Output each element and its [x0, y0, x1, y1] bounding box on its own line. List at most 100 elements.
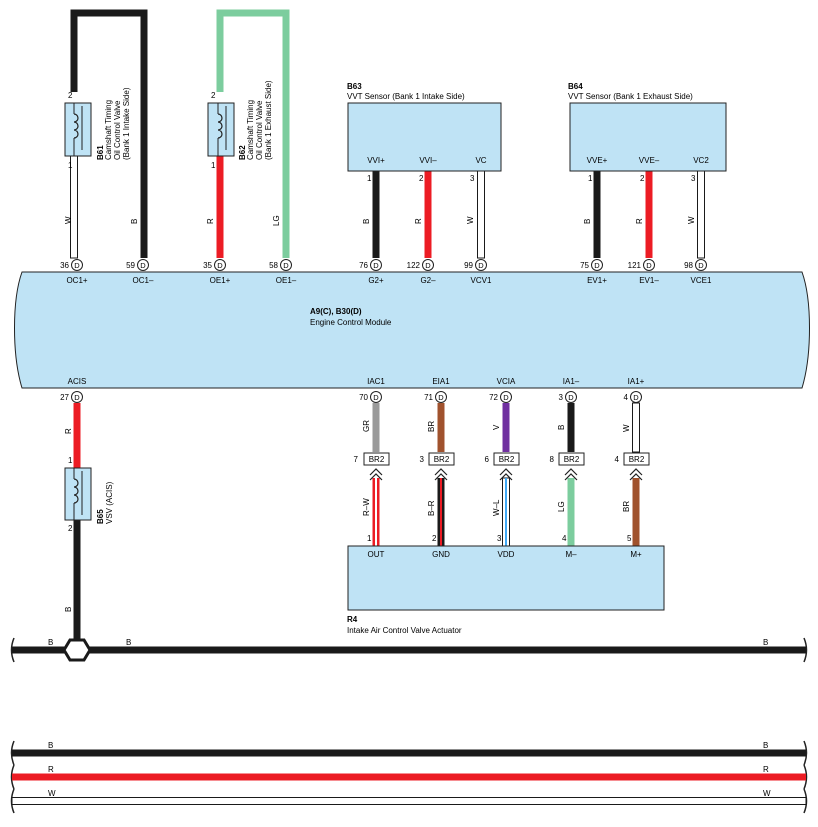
b65-pin-top: 1	[68, 456, 73, 465]
b64-pin-num-3: 3	[691, 174, 696, 183]
wire-color-ev1-plus: B	[583, 219, 592, 224]
component-b65	[64, 467, 92, 521]
ecm-bterm-d-2: D	[373, 393, 379, 402]
ecm-pin-ev1-plus: EV1+	[587, 276, 607, 285]
component-b64	[569, 102, 727, 172]
ecm-term-d-2: D	[140, 261, 146, 270]
b63-pin-vvi-plus: VVI+	[367, 156, 385, 165]
r4-pin-num-5: 5	[627, 534, 632, 543]
ecm-pin-vcv1: VCV1	[471, 276, 492, 285]
wire-color-iac1: GR	[362, 420, 371, 432]
ecm-pin-ev1-minus: EV1–	[639, 276, 659, 285]
ecm-pin-iac1: IAC1	[367, 377, 385, 386]
ecm-term-num-vcv1: 99	[464, 261, 473, 270]
b63-pin-vc: VC	[475, 156, 486, 165]
legend-label-black-right: B	[763, 741, 768, 750]
b63-id: B63	[347, 82, 362, 91]
wire-color-oe1-plus: R	[206, 218, 215, 224]
ecm-bterm-num-acis: 27	[60, 393, 69, 402]
wire-color-vcia: V	[492, 424, 501, 430]
ecm-pin-oc1-plus: OC1+	[66, 276, 87, 285]
b62-pin-top: 2	[211, 91, 216, 100]
ecm-pin-ia1-minus: IA1–	[563, 377, 580, 386]
ecm-term-num-ev1-minus: 121	[628, 261, 642, 270]
wire-color-eia1: BR	[427, 421, 436, 432]
b65-pin-bottom: 2	[68, 524, 73, 533]
ecm-id: A9(C), B30(D)	[310, 307, 362, 316]
wire-b62-loop	[216, 9, 290, 258]
ecm-pin-oe1-plus: OE1+	[210, 276, 231, 285]
ecm-pin-ia1-plus: IA1+	[628, 377, 645, 386]
ecm-term-d-10: D	[698, 261, 704, 270]
wire-vce1	[697, 169, 705, 259]
ecm-pin-g2-plus: G2+	[368, 276, 384, 285]
b64-pin-vc2: VC2	[693, 156, 709, 165]
wire-vcv1	[477, 169, 485, 259]
ecm-top-terminals	[71, 259, 707, 271]
b63-name: VVT Sensor (Bank 1 Intake Side)	[347, 92, 465, 101]
r4-pin-num-3: 3	[497, 534, 502, 543]
wire-color-m-plus: BR	[622, 501, 631, 512]
ecm-bterm-num-eia1: 71	[424, 393, 433, 402]
b61-pin-top: 2	[68, 91, 73, 100]
b64-id: B64	[568, 82, 583, 91]
wire-vdd-stripe	[502, 477, 510, 547]
ecm-bterm-d-5: D	[568, 393, 574, 402]
ecm-term-d-5: D	[373, 261, 379, 270]
wire-color-out: R–W	[362, 498, 371, 516]
ecm-term-num-oe1-minus: 58	[269, 261, 278, 270]
r4-pin-vdd: VDD	[498, 550, 515, 559]
wire-color-b65-out: B	[64, 607, 73, 612]
ecm-term-num-g2-minus: 122	[407, 261, 421, 270]
connector-tag-1: BR2	[369, 455, 385, 464]
connector-num-5: 4	[615, 455, 620, 464]
connector-num-1: 7	[354, 455, 359, 464]
legend-label-white-left: W	[48, 789, 56, 798]
b61-pin-bottom: 1	[68, 161, 73, 170]
b64-name: VVT Sensor (Bank 1 Exhaust Side)	[568, 92, 693, 101]
connector-tag-3: BR2	[499, 455, 515, 464]
wire-color-m-minus: LG	[557, 501, 566, 512]
ecm-bterm-num-ia1-plus: 4	[624, 393, 629, 402]
ecm-pin-acis: ACIS	[68, 377, 87, 386]
ecm-term-d-7: D	[478, 261, 484, 270]
r4-name: Intake Air Control Valve Actuator	[347, 626, 462, 635]
r4-pin-num-2: 2	[432, 534, 437, 543]
ecm-term-num-ev1-plus: 75	[580, 261, 589, 270]
ecm-term-d-4: D	[283, 261, 289, 270]
wire-color-ia1-plus: W	[622, 424, 631, 432]
r4-pin-num-4: 4	[562, 534, 567, 543]
b61-label-1: Camshaft Timing	[104, 100, 113, 160]
ecm-bottom-terminals	[71, 391, 642, 403]
ground-bus	[10, 637, 808, 663]
ecm-bterm-d-4: D	[503, 393, 509, 402]
ground-bus-label-right: B	[763, 638, 768, 647]
r4-pin-num-1: 1	[367, 534, 372, 543]
legend-label-black-left: B	[48, 741, 53, 750]
ecm-pin-vcia: VCIA	[497, 377, 516, 386]
b62-label-3: (Bank 1 Exhaust Side)	[264, 80, 273, 160]
ecm-pin-vce1: VCE1	[691, 276, 712, 285]
component-b61	[64, 102, 92, 157]
connector-tag-5: BR2	[629, 455, 645, 464]
ecm-term-num-oc1-plus: 36	[60, 261, 69, 270]
ground-bus-label-left: B	[48, 638, 53, 647]
ecm-bterm-num-vcia: 72	[489, 393, 498, 402]
ecm-term-d-6: D	[425, 261, 431, 270]
b62-label-2: Oil Control Valve	[255, 100, 264, 160]
ecm-term-num-oc1-minus: 59	[126, 261, 135, 270]
b63-pin-num-3: 3	[470, 174, 475, 183]
wire-color-vcv1: W	[466, 216, 475, 224]
ecm-pin-g2-minus: G2–	[420, 276, 436, 285]
r4-id: R4	[347, 615, 358, 624]
component-b63	[347, 102, 502, 172]
b62-label-1: Camshaft Timing	[246, 100, 255, 160]
ecm-term-num-oe1-plus: 35	[203, 261, 212, 270]
b63-pin-num-2: 2	[419, 174, 424, 183]
b62-id: B62	[238, 145, 247, 160]
connector-tag-2: BR2	[434, 455, 450, 464]
ecm-pin-oe1-minus: OE1–	[276, 276, 297, 285]
legend-label-red-right: R	[763, 765, 769, 774]
wire-color-oe1-minus: LG	[272, 215, 281, 226]
